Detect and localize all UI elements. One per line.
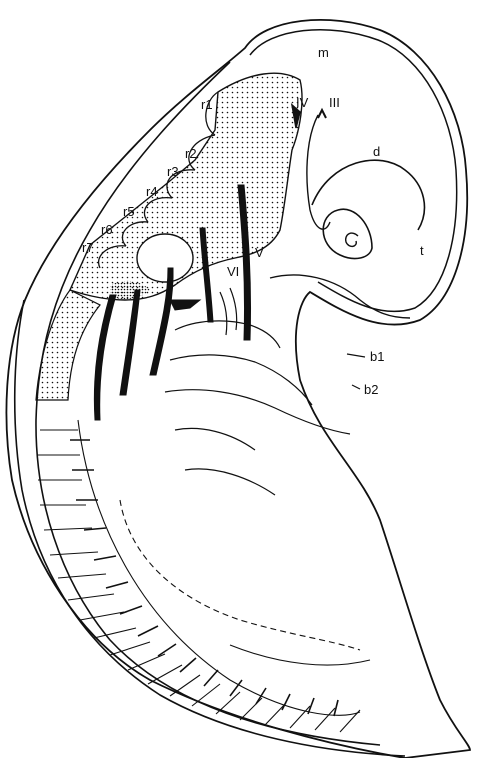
label-nerve-IV: IV (296, 96, 308, 109)
dorsal-line-inner (15, 300, 405, 756)
pharyngeal-arches (165, 288, 350, 495)
label-r6: r6 (101, 223, 113, 236)
b1-leader (347, 354, 365, 357)
somites (38, 420, 360, 732)
optic-cup (346, 233, 358, 246)
spinal-cord (36, 290, 100, 400)
label-r1: r1 (201, 98, 213, 111)
label-r4: r4 (146, 185, 158, 198)
label-r7: r7 (82, 241, 94, 254)
diencephalon-boundary (312, 160, 424, 230)
label-m: m (318, 46, 329, 59)
b2-leader (352, 385, 360, 389)
label-d: d (373, 145, 380, 158)
otic-vesicle (137, 234, 193, 282)
label-b1: b1 (370, 350, 384, 363)
infundibulum (307, 115, 330, 229)
label-r5: r5 (123, 205, 135, 218)
tail-curve (230, 645, 370, 665)
label-r3: r3 (167, 165, 179, 178)
label-nerve-VI: VI (227, 265, 239, 278)
label-r2: r2 (185, 147, 197, 160)
label-t: t (420, 244, 424, 257)
label-nerve-V: V (255, 246, 264, 259)
spinal-nerves (70, 440, 338, 716)
label-b2: b2 (364, 383, 378, 396)
label-nerve-III: III (329, 96, 340, 109)
